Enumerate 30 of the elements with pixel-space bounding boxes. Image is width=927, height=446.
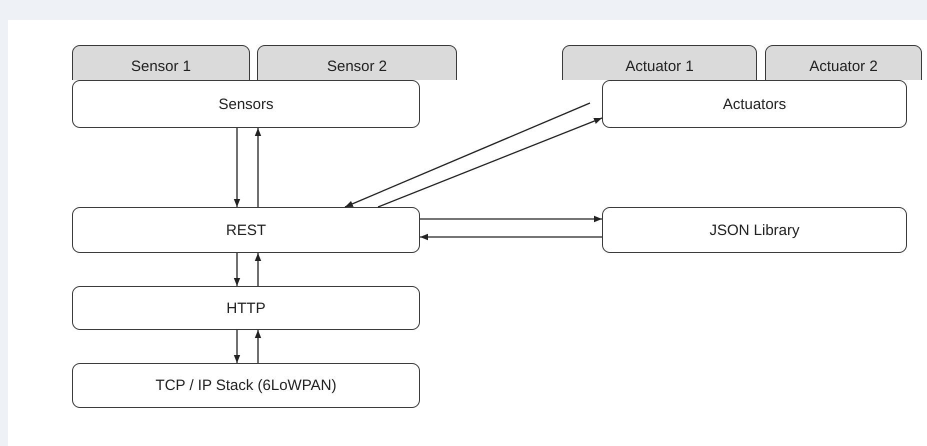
arrow [254,128,262,207]
process-box [72,286,420,330]
arrow [254,253,262,286]
tab-box [257,45,457,80]
node-label: HTTP [226,300,266,316]
tab-box [765,45,922,80]
node-label: Actuator 1 [625,58,694,75]
node-label: Sensor 2 [326,58,388,75]
arrow [420,216,602,222]
node-label: Sensors [218,96,274,112]
arrow [344,102,590,208]
tab-box [72,45,250,80]
node-label: Actuators [722,96,786,112]
process-box [72,363,420,408]
node-label: TCP / IP Stack (6LoWPAN) [156,377,336,394]
node-label: REST [226,222,266,238]
process-box [602,80,907,128]
process-box [72,207,420,253]
process-box [602,207,907,253]
node-label: Sensor 1 [130,58,192,75]
process-box [72,80,420,128]
arrow [234,128,240,207]
tab-box [562,45,757,80]
arrow [378,117,602,208]
node-label: Actuator 2 [809,58,878,75]
arrow [234,330,240,363]
arrow [254,330,262,363]
node-label: JSON Library [709,222,800,238]
arrow [420,234,602,240]
arrow [234,253,240,286]
